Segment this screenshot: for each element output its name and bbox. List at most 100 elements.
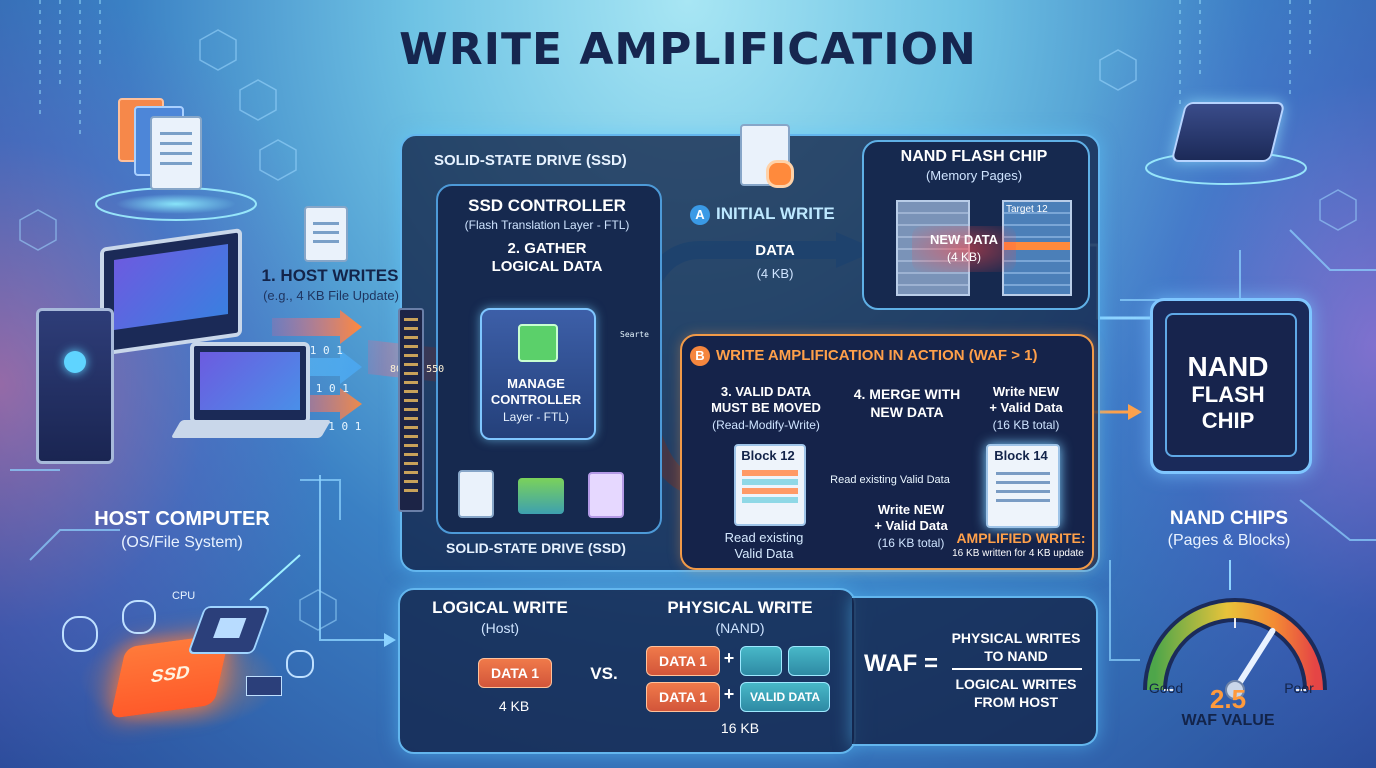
step4-line1: 4. MERGE WITH: [853, 386, 961, 402]
logical-write-title: LOGICAL WRITE: [432, 598, 568, 617]
read-existing-line1: Read existing: [724, 530, 804, 545]
logical-data-chip: DATA 1: [478, 658, 552, 688]
logical-write-size: 4 KB: [498, 698, 530, 714]
gather-line1: 2. GATHER: [507, 240, 587, 257]
gauge-needle: [1232, 627, 1276, 693]
gauge-good-label: Good: [1148, 680, 1184, 696]
step3-line1: 3. VALID DATA: [720, 384, 812, 399]
waf-lhs: WAF =: [864, 650, 939, 677]
new-data-line1: NEW DATA: [929, 232, 999, 247]
cpu-label: CPU: [172, 590, 196, 602]
file-document-icon: [150, 116, 202, 190]
physical-write-size: 16 KB: [720, 720, 760, 736]
binary-rain: [39, 0, 1311, 140]
valid-data-chip: [740, 646, 782, 676]
formula-panel: [852, 596, 1098, 746]
page-title: WRITE AMPLIFICATION: [399, 24, 977, 75]
gauge-value: 2.5: [1209, 684, 1247, 714]
block-12-label: Block 12: [741, 448, 795, 463]
nand-flash-title: NAND FLASH CHIP: [900, 148, 1048, 165]
host-computer-title: HOST COMPUTER: [94, 508, 270, 530]
physical-write-title: PHYSICAL WRITE: [667, 598, 813, 617]
hexagon-pattern: [19, 29, 1357, 631]
ssd-top-label: SOLID-STATE DRIVE (SSD): [434, 152, 627, 169]
laptop-keyboard: [170, 420, 332, 438]
nand-chips-sublabel: (Pages & Blocks): [1167, 532, 1291, 549]
write-new-top-line1: Write NEW: [992, 384, 1060, 399]
folder-icon: [518, 478, 564, 514]
plus-sign: +: [723, 648, 735, 668]
write-new-top-line3: (16 KB total): [992, 418, 1060, 432]
controller-subtitle: (Flash Translation Layer - FTL): [464, 218, 630, 232]
host-writes-subtitle: (e.g., 4 KB File Update): [263, 288, 399, 303]
nand-chip-line2: FLASH: [1191, 382, 1265, 407]
file-icon: [458, 470, 494, 518]
nand-flash-subtitle: (Memory Pages): [925, 168, 1023, 183]
cpu-icon: [518, 324, 558, 362]
new-data-glow: [912, 226, 1016, 272]
amplified-write-title: AMPLIFIED WRITE:: [956, 530, 1086, 546]
gauge-poor-label: Poor: [1284, 680, 1314, 696]
gear-circle-icon: [122, 600, 156, 634]
physical-data-chip-1: DATA 1: [646, 646, 720, 676]
fraction-bar: [952, 668, 1082, 670]
write-new-bottom-line2: + Valid Data: [874, 518, 948, 533]
document-gear-icon: [740, 124, 794, 188]
read-existing-line2: Valid Data: [734, 546, 794, 561]
document-circle-icon: [62, 616, 98, 652]
monitor-icon: [100, 228, 242, 356]
initial-write-text: INITIAL WRITE: [716, 204, 835, 223]
write-new-bottom-line3: (16 KB total): [877, 536, 945, 550]
host-computer-subtitle: (OS/File System): [121, 534, 243, 551]
numerator-line2: TO NAND: [984, 648, 1048, 664]
file-icon: [304, 206, 348, 262]
nand-chip-line3: CHIP: [1201, 408, 1255, 433]
physical-write-sub: (NAND): [715, 620, 765, 636]
nand-chips-label: NAND CHIPS: [1169, 508, 1289, 529]
step-a-badge: A: [690, 205, 710, 225]
logical-write-sub: (Host): [480, 620, 520, 636]
versus-label: VS.: [590, 664, 618, 683]
initial-data-label: DATA: [755, 242, 795, 259]
amplification-title: B WRITE AMPLIFICATION IN ACTION (WAF > 1): [690, 346, 1090, 366]
nand-chip-icon: [1150, 298, 1312, 474]
block-14: [986, 444, 1060, 528]
read-existing-arrow-label: Read existing Valid Data: [830, 474, 950, 486]
laptop-icon: [190, 342, 310, 424]
write-new-bottom-line1: Write NEW: [877, 502, 945, 517]
initial-write-title: A INITIAL WRITE: [690, 204, 880, 225]
valid-data-label-chip: VALID DATA: [740, 682, 830, 712]
new-data-line2: (4 KB): [946, 250, 981, 264]
ssd-connector: [398, 308, 424, 512]
block-12: [734, 444, 806, 526]
manage-line3: Layer - FTL): [502, 410, 569, 424]
manage-line2: CONTROLLER: [490, 392, 582, 407]
gauge-hub: [1225, 680, 1245, 700]
block-14-label: Block 14: [994, 448, 1048, 463]
controller-title: SSD CONTROLLER: [468, 196, 626, 215]
manage-line1: MANAGE: [507, 376, 565, 391]
ssd-chip-label: SSD: [148, 661, 192, 687]
denominator-line2: FROM HOST: [974, 694, 1058, 710]
target-label: Target 12: [1006, 204, 1048, 215]
memory-stick-icon: [246, 676, 282, 696]
host-writes-title: 1. HOST WRITES: [261, 266, 399, 285]
desktop-tower-icon: [36, 308, 114, 464]
stream-text: Searte: [620, 330, 649, 339]
amplification-text: WRITE AMPLIFICATION IN ACTION (WAF > 1): [716, 347, 1038, 364]
memory-chip-icon: [1170, 102, 1286, 162]
ssd-bottom-label: SOLID-STATE DRIVE (SSD): [446, 540, 626, 556]
circuit-traces: [10, 229, 1376, 661]
denominator-line1: LOGICAL WRITES: [955, 676, 1077, 692]
step3-line2: MUST BE MOVED: [711, 400, 821, 415]
chip-circle-icon: [286, 650, 314, 678]
manage-controller-box: [480, 308, 596, 440]
step-b-badge: B: [690, 346, 710, 366]
plus-sign: +: [723, 684, 735, 704]
step4-line2: NEW DATA: [870, 404, 944, 420]
step3-sub: (Read-Modify-Write): [712, 418, 820, 432]
initial-data-size: (4 KB): [756, 266, 794, 281]
gather-line2: LOGICAL DATA: [491, 258, 603, 275]
gauge-value-label: WAF VALUE: [1181, 712, 1275, 729]
